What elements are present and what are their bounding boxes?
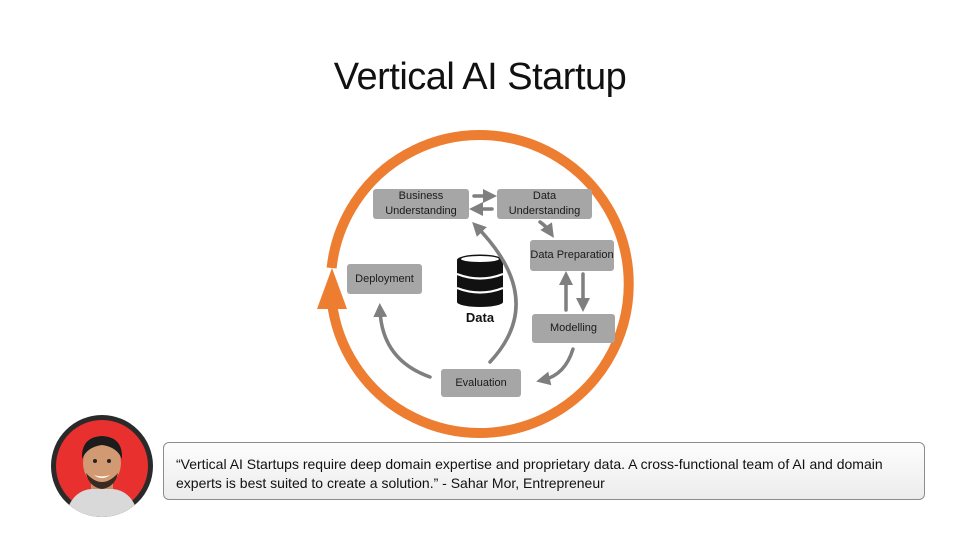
arrow-du-to-dp bbox=[538, 220, 554, 238]
step-label: Modelling bbox=[549, 322, 598, 334]
slide-title: Vertical AI Startup bbox=[333, 56, 627, 98]
step-modelling: Modelling bbox=[532, 314, 615, 343]
data-label: Data bbox=[465, 310, 495, 325]
step-data-understanding: Data Understanding bbox=[497, 189, 592, 219]
arrow-eval-to-bu bbox=[472, 221, 518, 364]
arrow-model-to-eval bbox=[536, 347, 575, 386]
step-label: Deployment bbox=[355, 272, 414, 285]
step-business-understanding: Business Understanding bbox=[373, 189, 469, 219]
database-icon bbox=[456, 254, 504, 307]
step-data-preparation: Data Preparation bbox=[530, 240, 614, 271]
step-label: Evaluation bbox=[455, 376, 507, 389]
quote-text: “Vertical AI Startups require deep domai… bbox=[176, 456, 883, 491]
step-label: Data Preparation bbox=[530, 249, 614, 261]
step-label: Business Understanding bbox=[385, 190, 457, 217]
step-deployment: Deployment bbox=[347, 264, 422, 294]
cycle-ring bbox=[326, 130, 634, 438]
step-label: Data Understanding bbox=[508, 190, 581, 217]
arrow-eval-to-deploy bbox=[373, 303, 432, 379]
cycle-arrow-icon bbox=[317, 268, 347, 309]
quote-box: “Vertical AI Startups require deep domai… bbox=[163, 442, 925, 500]
avatar bbox=[51, 415, 153, 517]
step-evaluation: Evaluation bbox=[441, 369, 521, 397]
